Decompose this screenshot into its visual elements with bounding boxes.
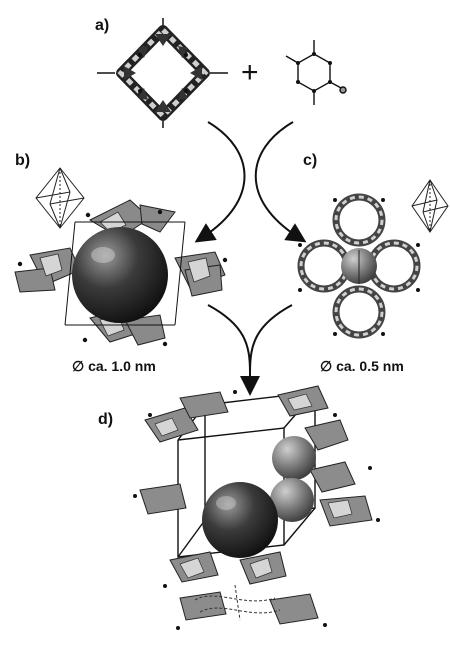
pore-sphere-d-large [202,482,278,558]
reaction-arrows-bottom [207,304,293,396]
large-cage-b [14,199,228,347]
arrow-to-c [254,121,307,243]
pore-sphere-d-small-upper [272,436,316,480]
small-cage-c [297,193,421,339]
octahedron-icon-b [35,167,85,229]
arrow-to-b [194,121,246,243]
pore-sphere-large [72,227,168,323]
secondary-building-unit [97,18,228,128]
panel-label-a: a) [95,17,110,34]
reaction-arrows-top [194,121,307,243]
pore-size-label-b: ∅ ca. 1.0 nm [72,358,156,374]
panel-label-b: b) [15,152,31,169]
pore-sphere-d-small-lower [270,478,314,522]
organic-linker-molecule [285,40,347,105]
plus-operator: + [241,56,259,89]
octahedron-icon-c [411,179,449,233]
panel-label-c: c) [303,152,318,169]
framework-structure-d [133,385,380,630]
pore-size-label-c: ∅ ca. 0.5 nm [320,358,404,374]
panel-label-d: d) [98,411,114,428]
